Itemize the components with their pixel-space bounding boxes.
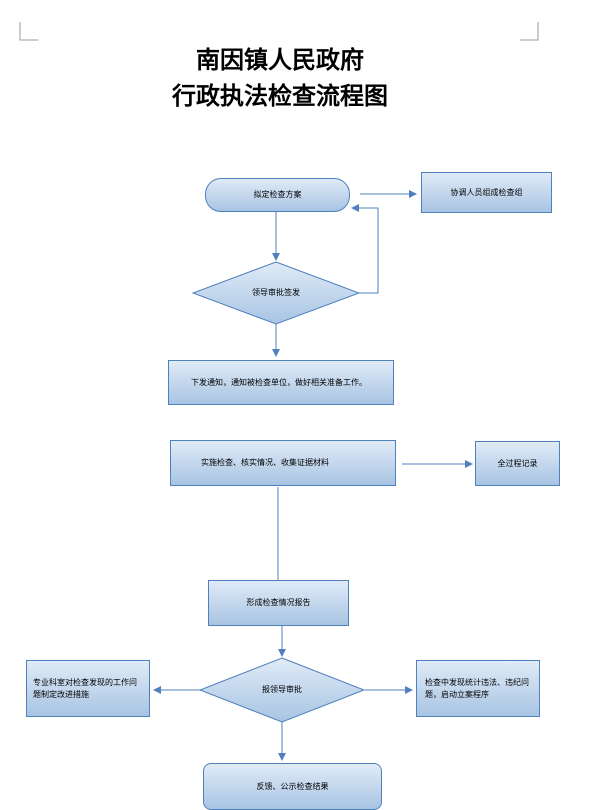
node-plan-label: 拟定检查方案 [253, 190, 302, 199]
arrow-approve-loop-back [351, 204, 379, 294]
node-team: 协调人员组成检查组 [421, 172, 552, 213]
approve-diamond [191, 261, 361, 325]
node-inspect: 实施检查、核实情况、收集证据材料 [170, 440, 396, 486]
node-report: 形成检查情况报告 [208, 580, 349, 626]
node-feedback: 反馈、公示检查结果 [203, 763, 382, 810]
node-notify: 下发通知，通知被检查单位，做好相关准备工作。 [168, 360, 394, 405]
node-case: 检查中发现统计违法、违纪问题，启动立案程序 [416, 660, 540, 717]
node-rectify-label: 专业科室对检查发现的工作问题制定改进措施 [33, 677, 137, 699]
node-case-label: 检查中发现统计违法、违纪问题，启动立案程序 [425, 677, 529, 699]
title-line-2: 行政执法检查流程图 [172, 81, 388, 110]
node-review-label: 报领导审批 [262, 685, 302, 694]
node-rectify: 专业科室对检查发现的工作问题制定改进措施 [26, 660, 150, 717]
node-record-label: 全过程记录 [497, 458, 538, 468]
node-approve-label: 领导审批签发 [252, 288, 300, 297]
node-inspect-label: 实施检查、核实情况、收集证据材料 [201, 458, 329, 467]
node-notify-label: 下发通知，通知被检查单位，做好相关准备工作。 [191, 377, 367, 387]
node-plan: 拟定检查方案 [205, 178, 350, 212]
node-team-label: 协调人员组成检查组 [450, 187, 523, 197]
review-diamond [198, 657, 366, 723]
node-record: 全过程记录 [475, 441, 560, 486]
title-line-1: 南因镇人民政府 [196, 45, 364, 74]
node-feedback-label: 反馈、公示检查结果 [256, 781, 329, 791]
node-report-label: 形成检查情况报告 [246, 598, 311, 607]
